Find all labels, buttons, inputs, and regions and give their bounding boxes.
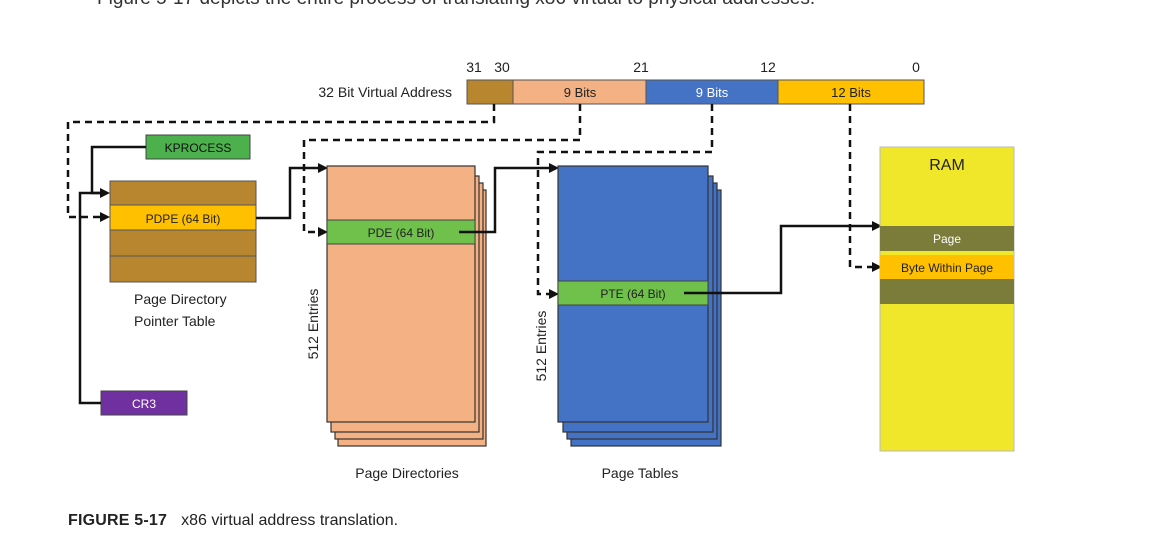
cr3-label: CR3 [132, 397, 156, 411]
pd-entries-label: 512 Entries [305, 289, 321, 360]
virtual-address-label: 32 Bit Virtual Address [318, 84, 452, 100]
pdpt-table [109, 180, 257, 283]
bit-mark-0: 0 [912, 59, 920, 75]
arrowhead-pdpt-base [100, 188, 110, 198]
line-pde-to-pt [459, 166, 549, 234]
pt-entries-label: 512 Entries [533, 311, 549, 382]
page-tables-stack [557, 165, 722, 447]
va-field-pt-index-label: 9 Bits [696, 85, 729, 100]
ram-byte-row [880, 255, 1014, 279]
pdpe-entry-label: PDPE (64 Bit) [146, 212, 221, 226]
figure-caption-text: x86 virtual address translation. [181, 512, 399, 529]
va-field-pt-index [645, 79, 779, 105]
dashed-line-pdpt-index [66, 104, 496, 219]
ram-page-row-lower [880, 279, 1014, 304]
figure-number: FIGURE 5-17 [68, 512, 168, 529]
pdpt-label-line2: Pointer Table [134, 313, 216, 329]
bit-mark-30: 30 [494, 59, 510, 75]
arrowhead-pd-base [318, 163, 328, 173]
pde-entry-label: PDE (64 Bit) [368, 226, 435, 240]
pdpt-label-line1: Page Directory [134, 291, 227, 307]
page-tables-label: Page Tables [602, 465, 679, 481]
ram-page-row [880, 226, 1014, 251]
va-field-byte-offset-label: 12 Bits [831, 85, 871, 100]
arrowhead-pt-base [549, 163, 559, 173]
pde-entry [326, 219, 476, 245]
bit-mark-12: 12 [760, 59, 776, 75]
va-field-byte-offset [777, 79, 925, 105]
arrowhead-byte [872, 262, 882, 272]
dashed-line-pd-index [302, 104, 582, 234]
ram-page-label: Page [933, 232, 961, 246]
address-translation-diagram: 32 Bit Virtual Address 31 30 21 12 0 9 B… [66, 59, 1015, 481]
arrowhead-pde [318, 227, 328, 237]
page-directories-label: Page Directories [355, 465, 459, 481]
va-field-pd-index-label: 9 Bits [564, 85, 597, 100]
va-field-bits-31-30 [466, 79, 514, 105]
kprocess-label: KPROCESS [165, 141, 232, 155]
line-cr3-to-pdpt [78, 191, 101, 405]
page-directories-stack [326, 165, 487, 447]
line-pdpe-to-pd [256, 166, 318, 220]
pte-entry-label: PTE (64 Bit) [600, 287, 665, 301]
line-pte-to-ram-page [684, 224, 872, 295]
intro-text: Figure 5-17 depicts the entire process o… [97, 0, 815, 10]
ram-title: RAM [929, 157, 965, 174]
dashed-line-pt-index [536, 104, 714, 296]
bit-mark-21: 21 [633, 59, 649, 75]
bit-mark-31: 31 [466, 59, 482, 75]
ram-byte-label: Byte Within Page [901, 261, 993, 275]
dashed-line-byte-offset [848, 104, 872, 269]
arrowhead-pdpe [100, 212, 110, 222]
pte-entry [557, 280, 709, 306]
cr3-box [100, 390, 188, 416]
arrowhead-ram-page [872, 221, 882, 231]
figure-caption: FIGURE 5-17 x86 virtual address translati… [68, 512, 398, 530]
arrowhead-pte [549, 289, 559, 299]
